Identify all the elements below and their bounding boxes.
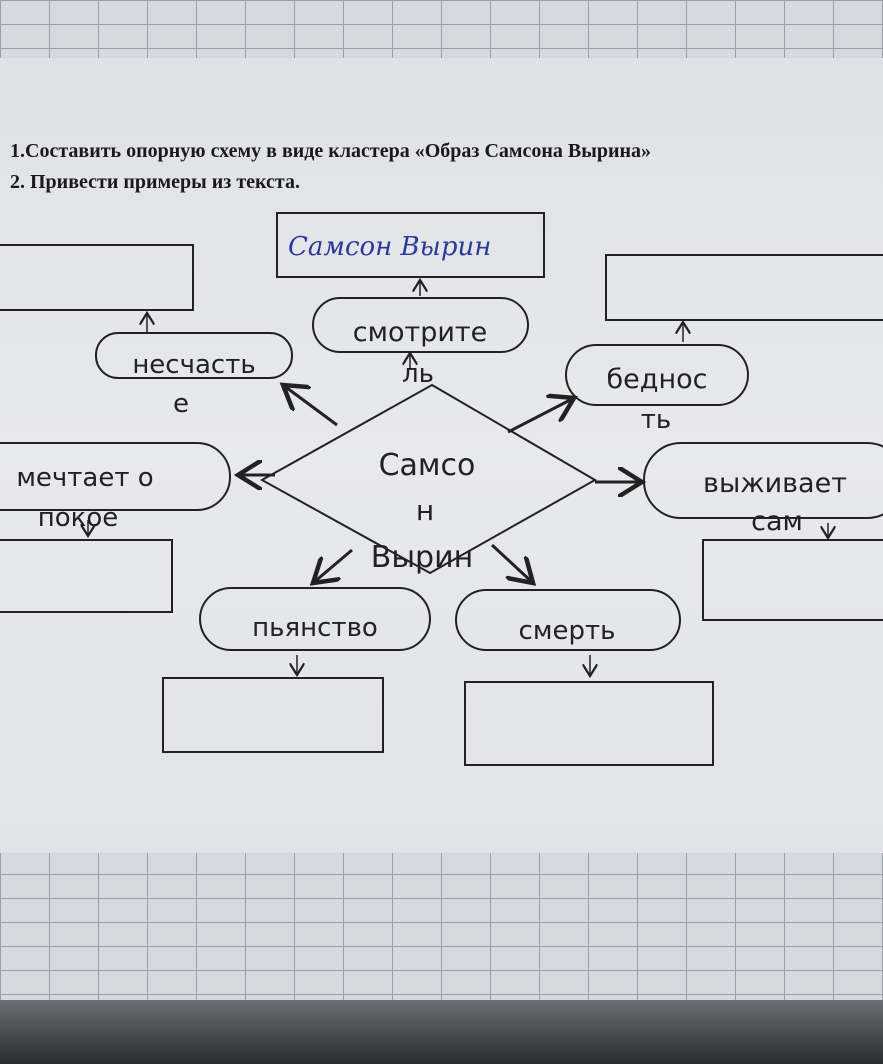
task-2: 2. Привести примеры из текста. bbox=[10, 171, 300, 193]
box-top-left[interactable] bbox=[0, 244, 194, 311]
center-label-2: н bbox=[416, 494, 434, 527]
poverty-label-2: ть bbox=[641, 405, 671, 435]
node-dreams bbox=[0, 442, 231, 511]
node-poverty bbox=[565, 344, 749, 406]
node-drunkenness bbox=[199, 587, 431, 651]
drunkenness-label: пьянство bbox=[252, 613, 378, 643]
center-diamond bbox=[259, 383, 598, 575]
box-bottom-right[interactable] bbox=[464, 681, 714, 766]
center-label-1: Самсо bbox=[379, 448, 476, 483]
arrow-to-drunkenness bbox=[313, 548, 353, 583]
survives-label-1: выживает bbox=[703, 468, 847, 499]
box-top-right[interactable] bbox=[605, 254, 883, 321]
node-death bbox=[455, 589, 681, 651]
arrow-to-unhappy bbox=[283, 385, 338, 427]
watcher-label-2: ль bbox=[402, 359, 434, 389]
task-1: 1.Составить опорную схему в виде кластер… bbox=[10, 140, 652, 162]
grid-paper-bottom bbox=[0, 850, 883, 1000]
center-label-3: Вырин bbox=[371, 540, 473, 575]
small-arrows bbox=[88, 280, 828, 676]
table-edge bbox=[0, 1000, 883, 1064]
dreams-label-2: покое bbox=[38, 503, 119, 533]
box-bottom-left[interactable] bbox=[162, 677, 384, 753]
handwritten-name: Самсон Вырин bbox=[288, 232, 491, 262]
grid-paper-top bbox=[0, 0, 883, 60]
top-box[interactable] bbox=[276, 212, 545, 278]
dreams-label-1: мечтает о bbox=[16, 463, 153, 493]
worksheet bbox=[0, 58, 883, 853]
poverty-label-1: беднос bbox=[607, 364, 708, 395]
arrow-to-poverty bbox=[507, 398, 574, 434]
arrows bbox=[238, 385, 642, 583]
unhappy-label-1: несчасть bbox=[132, 350, 255, 380]
box-mid-left[interactable] bbox=[0, 539, 173, 613]
box-mid-right[interactable] bbox=[702, 539, 883, 621]
arrow-to-death bbox=[490, 543, 533, 583]
unhappy-label-2: е bbox=[173, 389, 189, 419]
node-unhappy bbox=[95, 332, 293, 379]
survives-label-2: сам bbox=[751, 506, 803, 537]
death-label: смерть bbox=[519, 616, 616, 646]
node-watcher bbox=[312, 297, 529, 353]
watcher-label-1: смотрите bbox=[353, 317, 488, 348]
